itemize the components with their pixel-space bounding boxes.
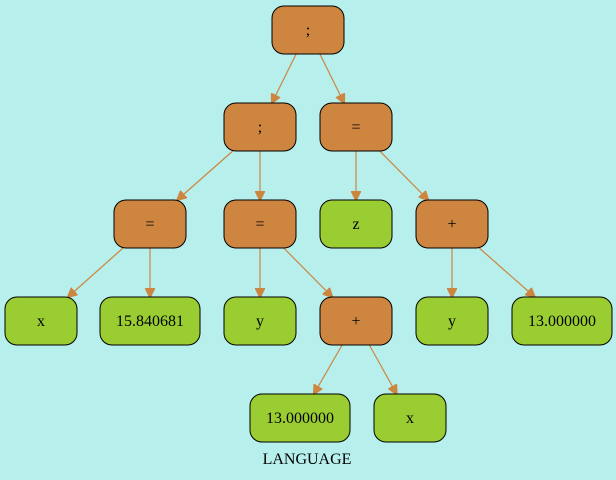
node-label: 15.840681 [116, 313, 184, 330]
edge-arrow [177, 150, 234, 200]
leaf-node-box [249, 393, 351, 443]
leaf-node: x [373, 393, 447, 443]
node-label: = [145, 216, 154, 233]
node-label: 13.000000 [266, 410, 334, 427]
node-label: y [256, 313, 264, 330]
nodes-layer: ;; = = = + + x 15.840681 y z y 13.000000 13.000000 x [4, 5, 613, 443]
operator-node: + [319, 296, 393, 346]
leaf-node: z [319, 199, 393, 249]
operator-node: + [415, 199, 489, 249]
node-label: = [255, 216, 264, 233]
edge-arrow [478, 247, 535, 297]
leaf-node: 13.000000 [511, 296, 613, 346]
node-label: x [406, 410, 414, 427]
leaf-node-box [373, 393, 447, 443]
operator-node: ; [271, 5, 345, 55]
diagram-caption: LANGUAGE [263, 451, 352, 468]
edges-layer [68, 53, 535, 394]
node-label: z [352, 216, 359, 233]
edge-arrow [272, 53, 297, 103]
operator-node: = [223, 199, 297, 249]
operator-node-box [223, 102, 297, 152]
operator-node-box [415, 199, 489, 249]
operator-node: ; [223, 102, 297, 152]
node-label: ; [258, 119, 262, 136]
node-label: 13.000000 [528, 313, 596, 330]
node-label: = [351, 119, 360, 136]
edge-arrow [68, 247, 124, 297]
leaf-node: y [223, 296, 297, 346]
operator-node: = [113, 199, 187, 249]
node-label: + [447, 216, 456, 233]
operator-node-box [113, 199, 187, 249]
leaf-node: x [4, 296, 78, 346]
edge-arrow [368, 344, 396, 394]
node-label: x [37, 313, 45, 330]
leaf-node-box [415, 296, 489, 346]
operator-node-box [319, 102, 393, 152]
leaf-node-box [223, 296, 297, 346]
edge-arrow [379, 150, 428, 200]
leaf-node-box [511, 296, 613, 346]
node-label: y [448, 313, 456, 330]
leaf-node-box [4, 296, 78, 346]
operator-node: = [319, 102, 393, 152]
leaf-node: y [415, 296, 489, 346]
operator-node-box [223, 199, 297, 249]
node-label: ; [306, 22, 310, 39]
operator-node-box [319, 296, 393, 346]
operator-node-box [271, 5, 345, 55]
edge-arrow [314, 344, 343, 394]
edge-arrow [283, 247, 332, 297]
edge-arrow [319, 53, 344, 103]
leaf-node: 13.000000 [249, 393, 351, 443]
leaf-node: 15.840681 [99, 296, 201, 346]
node-label: + [351, 313, 360, 330]
leaf-node-box [99, 296, 201, 346]
leaf-node-box [319, 199, 393, 249]
